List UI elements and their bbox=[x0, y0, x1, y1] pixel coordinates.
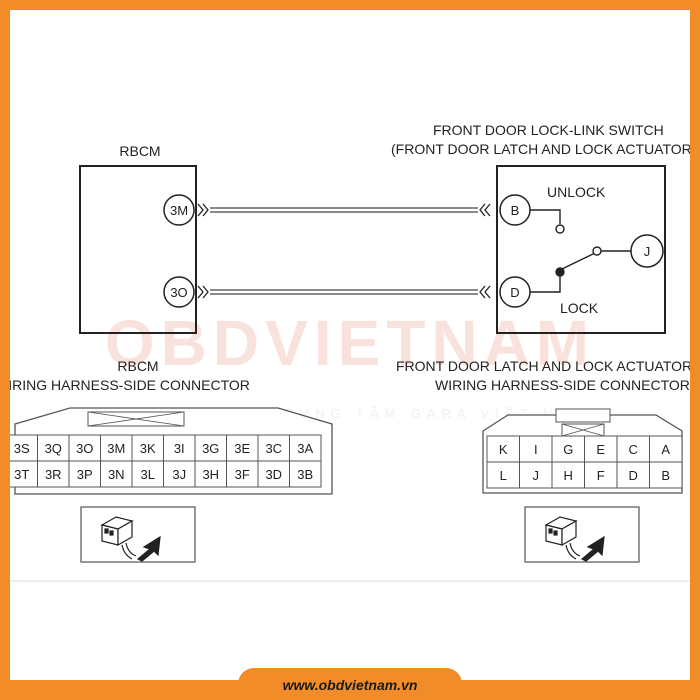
lock-label: LOCK bbox=[560, 300, 599, 316]
rbcm-connector-pin-3q: 3Q bbox=[45, 441, 62, 456]
rbcm-connector-pin-3d: 3D bbox=[265, 467, 282, 482]
rbcm-connector-cell bbox=[37, 460, 70, 488]
right-connector-chevrons bbox=[479, 203, 491, 299]
rbcm-box bbox=[79, 165, 197, 334]
footer-tab: www.obdvietnam.vn bbox=[238, 668, 462, 700]
plug-icon bbox=[100, 516, 161, 562]
rbcm-connector-pin-3c: 3C bbox=[265, 441, 282, 456]
actuator-connector-pin-j: J bbox=[533, 468, 540, 483]
rbcm-connector-pin-3t: 3T bbox=[14, 467, 29, 482]
pin-3m: 3M bbox=[163, 194, 195, 226]
actuator-connector-pin-d: D bbox=[629, 468, 638, 483]
rbcm-connector-cell bbox=[10, 434, 38, 462]
svg-text:B: B bbox=[511, 203, 520, 218]
lock-link-switch bbox=[530, 209, 631, 293]
svg-text:3M: 3M bbox=[170, 203, 188, 218]
rbcm-connector-pin-3p: 3P bbox=[77, 467, 93, 482]
actuator-connector-pin-f: F bbox=[597, 468, 605, 483]
svg-text:J: J bbox=[644, 244, 651, 259]
actuator-connector-pin-a: A bbox=[661, 442, 670, 457]
rbcm-connector-face: 3S 3Q 3O 3M 3K 3I 3G 3E 3C 3A 3T 3R 3P 3N 3L 3J 3H 3F 3D 3B bbox=[10, 407, 333, 495]
actuator-connector-pin-l: L bbox=[500, 468, 507, 483]
actuator-connector-cell bbox=[519, 435, 553, 463]
rbcm-connector-title-line2: WIRING HARNESS-SIDE CONNECTOR bbox=[10, 377, 250, 393]
switch-box bbox=[496, 165, 666, 334]
actuator-connector-pin-h: H bbox=[564, 468, 573, 483]
rbcm-connector-pin-3a: 3A bbox=[297, 441, 313, 456]
rbcm-connector-pin-3s: 3S bbox=[14, 441, 30, 456]
rbcm-connector-cell bbox=[289, 460, 322, 488]
rbcm-connector-pin-3g: 3G bbox=[202, 441, 219, 456]
actuator-connector-pin-e: E bbox=[596, 442, 605, 457]
rbcm-connector-cell bbox=[68, 434, 101, 462]
actuator-connector-title-line2: WIRING HARNESS-SIDE CONNECTOR bbox=[435, 377, 690, 393]
footer-url[interactable]: www.obdvietnam.vn bbox=[282, 677, 418, 693]
actuator-connector-cell bbox=[551, 461, 585, 489]
unlock-label: UNLOCK bbox=[547, 184, 606, 200]
rbcm-title: RBCM bbox=[119, 143, 160, 159]
svg-text:3O: 3O bbox=[170, 285, 187, 300]
rbcm-connector-pin-3r: 3R bbox=[45, 467, 62, 482]
actuator-plug-illustration bbox=[524, 506, 640, 563]
pin-b: B bbox=[499, 194, 531, 226]
rbcm-connector-cell bbox=[100, 434, 133, 462]
rbcm-connector-pin-3l: 3L bbox=[141, 467, 155, 482]
pin-d: D bbox=[499, 276, 531, 308]
rbcm-connector-pin-3i: 3I bbox=[174, 441, 185, 456]
rbcm-connector-cell bbox=[10, 460, 38, 488]
actuator-connector-face: K I G E C A L J H F D B bbox=[482, 408, 683, 494]
rbcm-connector-title-line1: RBCM bbox=[117, 358, 158, 374]
rbcm-connector-pin-3j: 3J bbox=[172, 467, 186, 482]
rbcm-connector-cell bbox=[131, 460, 164, 488]
actuator-connector-cell bbox=[616, 461, 650, 489]
actuator-connector-grid: K I G E C A L J H F D B bbox=[486, 435, 683, 489]
rbcm-connector-cell bbox=[226, 460, 259, 488]
plug-icon bbox=[544, 516, 605, 562]
diagram-panel: OBDVIETNAM TRUNG TÂM GARA VIỆT NAM RBCM … bbox=[10, 10, 690, 680]
rbcm-connector-cell bbox=[226, 434, 259, 462]
actuator-connector-cell bbox=[616, 435, 650, 463]
rbcm-connector-cell bbox=[68, 460, 101, 488]
rbcm-connector-grid: 3S 3Q 3O 3M 3K 3I 3G 3E 3C 3A 3T 3R 3P 3N 3L 3J 3H 3F 3D 3B bbox=[10, 434, 322, 488]
rbcm-connector-pin-3n: 3N bbox=[108, 467, 125, 482]
rbcm-connector-pin-3e: 3E bbox=[234, 441, 250, 456]
actuator-connector-cell bbox=[649, 435, 683, 463]
actuator-connector-cell bbox=[486, 461, 520, 489]
rbcm-connector-pin-3b: 3B bbox=[297, 467, 313, 482]
switch-title-line2: (FRONT DOOR LATCH AND LOCK ACTUATOR) bbox=[391, 141, 690, 157]
pin-j: J bbox=[630, 234, 664, 268]
actuator-connector-cell bbox=[584, 435, 618, 463]
left-connector-chevrons bbox=[197, 203, 209, 299]
rbcm-connector-pin-3m: 3M bbox=[107, 441, 125, 456]
svg-text:D: D bbox=[510, 285, 519, 300]
rbcm-connector-pin-3h: 3H bbox=[202, 467, 219, 482]
actuator-connector-cell bbox=[649, 461, 683, 489]
rbcm-connector-cell bbox=[163, 460, 196, 488]
actuator-connector-pin-i: I bbox=[534, 442, 538, 457]
actuator-connector-pin-b: B bbox=[661, 468, 670, 483]
rbcm-connector-pin-3k: 3K bbox=[140, 441, 156, 456]
rbcm-connector-pin-3f: 3F bbox=[235, 467, 250, 482]
watermark-brand: OBDVIETNAM bbox=[105, 307, 595, 379]
wiring-diagram: OBDVIETNAM TRUNG TÂM GARA VIỆT NAM RBCM … bbox=[10, 122, 690, 582]
actuator-connector-pin-g: G bbox=[563, 442, 573, 457]
rbcm-connector-pin-3o: 3O bbox=[76, 441, 93, 456]
rbcm-connector-cell bbox=[257, 460, 290, 488]
pin-3o: 3O bbox=[163, 276, 195, 308]
rbcm-plug-illustration bbox=[80, 506, 196, 563]
actuator-connector-pin-k: K bbox=[499, 442, 508, 457]
wires bbox=[210, 207, 478, 295]
rbcm-connector-cell bbox=[257, 434, 290, 462]
switch-title-line1: FRONT DOOR LOCK-LINK SWITCH bbox=[433, 122, 664, 138]
actuator-connector-pin-c: C bbox=[629, 442, 638, 457]
actuator-connector-title-line1: FRONT DOOR LATCH AND LOCK ACTUATOR bbox=[396, 358, 690, 374]
